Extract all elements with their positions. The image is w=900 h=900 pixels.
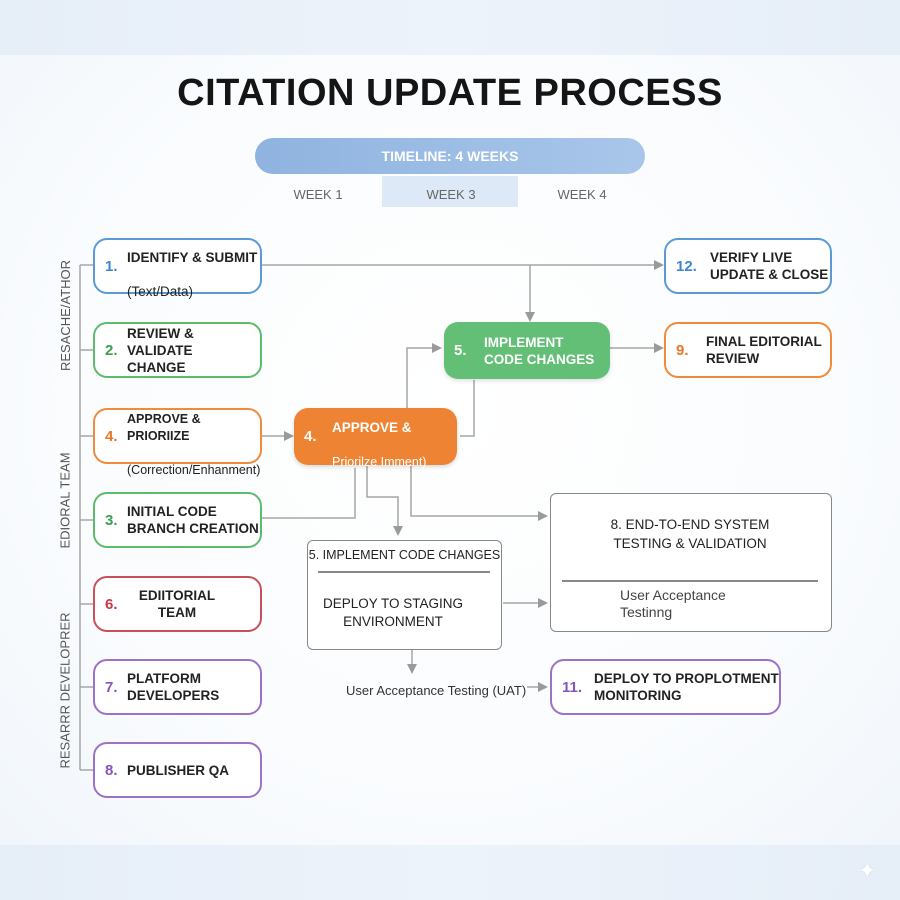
top-band [0, 0, 900, 55]
step-6-editorial-team[interactable]: 6. EDIITORIAL TEAM [93, 576, 262, 632]
step-2-number: 2. [105, 341, 118, 359]
step-5-number: 5. [454, 342, 467, 359]
step-12-verify-live[interactable]: 12. VERIFY LIVE UPDATE & CLOSE [664, 238, 832, 294]
line-3-to-approve [262, 468, 356, 519]
step-4b-text-group: APPROVE & Priorilze Imment) [332, 402, 426, 471]
step-8-publisher-qa[interactable]: 8. PUBLISHER QA [93, 742, 262, 798]
step-7-label: PLATFORM DEVELOPERS [127, 671, 220, 703]
step-3-label: INITIAL CODE BRANCH CREATION [127, 504, 259, 536]
step-9-final-editorial-review[interactable]: 9. FINAL EDITORIAL REVIEW [664, 322, 832, 378]
step-11-label: DEPLOY TO PROPLOTMENT MONITORING [594, 671, 779, 703]
step-7-platform-developers[interactable]: 7. PLATFORM DEVELOPERS [93, 659, 262, 715]
step-4b-label: APPROVE & [332, 420, 412, 435]
box-5-body: DEPLOY TO STAGING ENVIRONMENT [322, 596, 464, 629]
step-4-approve-center[interactable]: 4. APPROVE & Priorilze Imment) [294, 408, 457, 469]
step-6-label: EDIITORIAL TEAM [138, 588, 216, 620]
step-1-text-group: IDENTIFY & SUBMIT (Text/Data) [127, 232, 257, 300]
step-9-number: 9. [676, 341, 689, 359]
step-11-number: 11. [562, 678, 583, 696]
step-4-approve-prioritize[interactable]: 4. APPROVE & PRIORIIZE (Correction/Enhan… [93, 408, 262, 477]
timeline-label: TIMELINE: 4 WEEKS [381, 148, 519, 164]
step-6-number: 6. [105, 595, 118, 613]
arrow-approve-to-box8 [410, 466, 548, 521]
step-5-label: IMPLEMENT CODE CHANGES [484, 334, 595, 367]
step-4b-number: 4. [304, 428, 317, 445]
line-approve-to-5 [460, 380, 475, 437]
week-3-label: WEEK 3 [426, 187, 476, 202]
step-8-label: PUBLISHER QA [127, 762, 230, 778]
sparkle-icon: ✦ [858, 858, 877, 883]
arrow-approve-to-box5 [366, 466, 403, 536]
box-5-deploy-staging[interactable] [307, 540, 502, 650]
week-highlight [382, 176, 518, 207]
step-4b-sublabel: Priorilze Imment) [332, 455, 427, 469]
week-1-label: WEEK 1 [293, 187, 343, 202]
box-8-header: 8. END-TO-END SYSTEM TESTING & VALIDATIO… [610, 517, 770, 551]
step-2-review-validate[interactable]: 2. REVIEW & VALIDATE CHANGE [93, 322, 262, 378]
step-1-sublabel: (Text/Data) [127, 284, 194, 299]
box-8-divider [562, 580, 818, 582]
step-1-identify-submit[interactable]: 1. IDENTIFY & SUBMIT (Text/Data) [93, 238, 262, 299]
box-8-end-to-end-testing[interactable] [550, 493, 832, 632]
step-11-deploy-monitoring[interactable]: 11. DEPLOY TO PROPLOTMENT MONITORING [550, 659, 781, 715]
step-3-number: 3. [105, 511, 118, 529]
step-7-number: 7. [105, 678, 118, 696]
step-12-number: 12. [676, 257, 697, 275]
step-8-number: 8. [105, 761, 118, 779]
step-3-initial-code-branch[interactable]: 3. INITIAL CODE BRANCH CREATION [93, 492, 262, 548]
week-4-label: WEEK 4 [557, 187, 607, 202]
step-4-sublabel: (Correction/Enhanment) [127, 462, 261, 477]
timeline-bar: TIMELINE: 4 WEEKS [255, 138, 645, 174]
step-4-label: APPROVE & PRIORIIZE [127, 411, 201, 443]
step-9-label: FINAL EDITORIAL REVIEW [706, 334, 822, 366]
step-1-number: 1. [105, 257, 118, 275]
box-8-body: User Acceptance Testinng [620, 587, 726, 620]
arrow-approve-to-5 [406, 343, 442, 408]
step-4-number: 4. [105, 427, 118, 445]
bottom-band [0, 845, 900, 900]
diagram-title: CITATION UPDATE PROCESS [177, 72, 723, 114]
step-5-implement-code[interactable]: 5. IMPLEMENT CODE CHANGES [444, 322, 610, 379]
step-12-label: VERIFY LIVE UPDATE & CLOSE [710, 250, 829, 282]
step-2-label: REVIEW & VALIDATE CHANGE [127, 325, 194, 375]
box-5-header: 5. IMPLEMENT CODE CHANGES [308, 548, 501, 562]
box-5-divider [318, 571, 490, 573]
uat-label: User Acceptance Testing (UAT) [346, 683, 527, 698]
step-4-text-group: APPROVE & PRIORIIZE (Correction/Enhanmen… [127, 394, 260, 479]
step-1-label: IDENTIFY & SUBMIT [127, 250, 258, 265]
